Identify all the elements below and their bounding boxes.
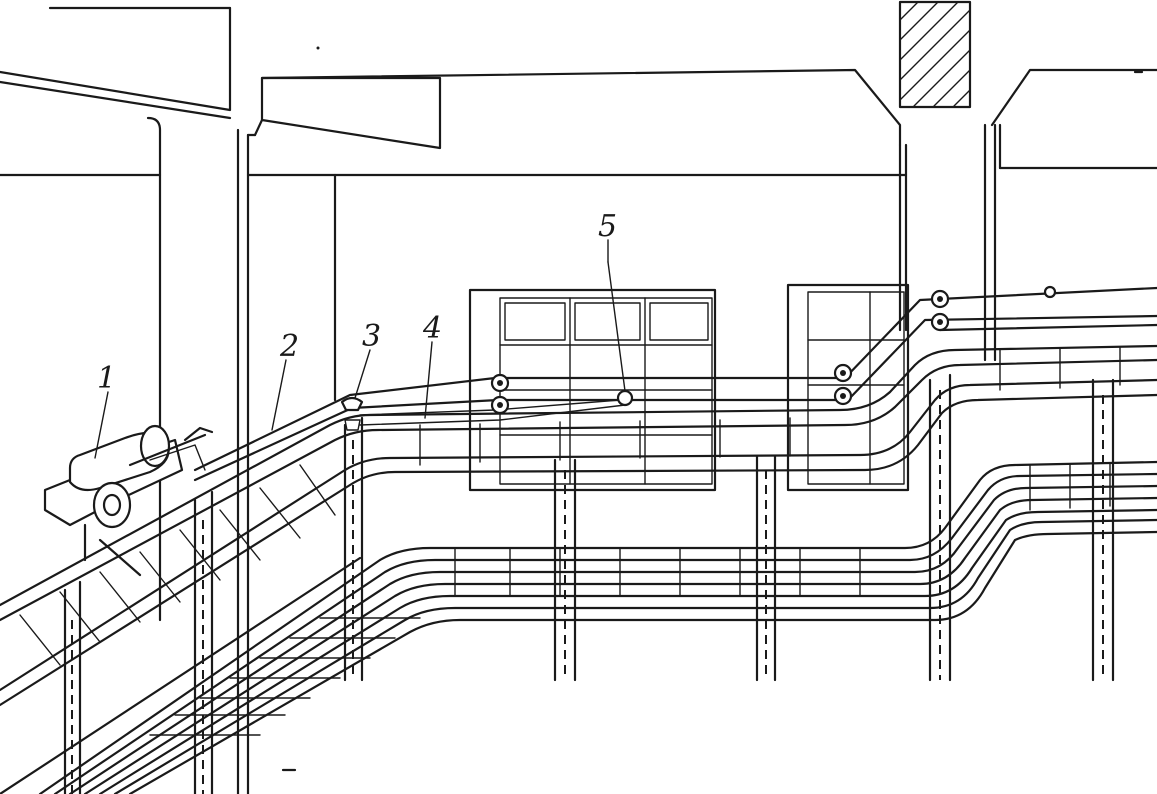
callout-5: 5: [598, 209, 617, 244]
cable-pull-head: [607, 261, 634, 407]
tray-supports: [63, 373, 1115, 794]
callout-4: 4: [422, 311, 442, 346]
ceiling-beams: [0, 6, 1157, 177]
middle-cable-tray: [0, 344, 1157, 707]
callout-3: 3: [362, 319, 381, 354]
building-columns: [158, 123, 1002, 794]
lower-cable-trays: [0, 460, 1157, 794]
callout-2: 2: [279, 329, 299, 364]
callout-1: 1: [97, 361, 116, 396]
hatched-column: [898, 0, 972, 109]
pulley-blocks: [490, 285, 1057, 415]
scan-specks: [281, 46, 1144, 772]
roller: [340, 396, 364, 431]
callout-labels: 1 2 3 4 5: [97, 209, 617, 396]
winch-motor: [43, 424, 214, 577]
leader-lines: [94, 239, 609, 459]
window-right: [786, 283, 910, 492]
window-left: [468, 288, 717, 492]
upper-cable-rails: [193, 286, 1157, 482]
